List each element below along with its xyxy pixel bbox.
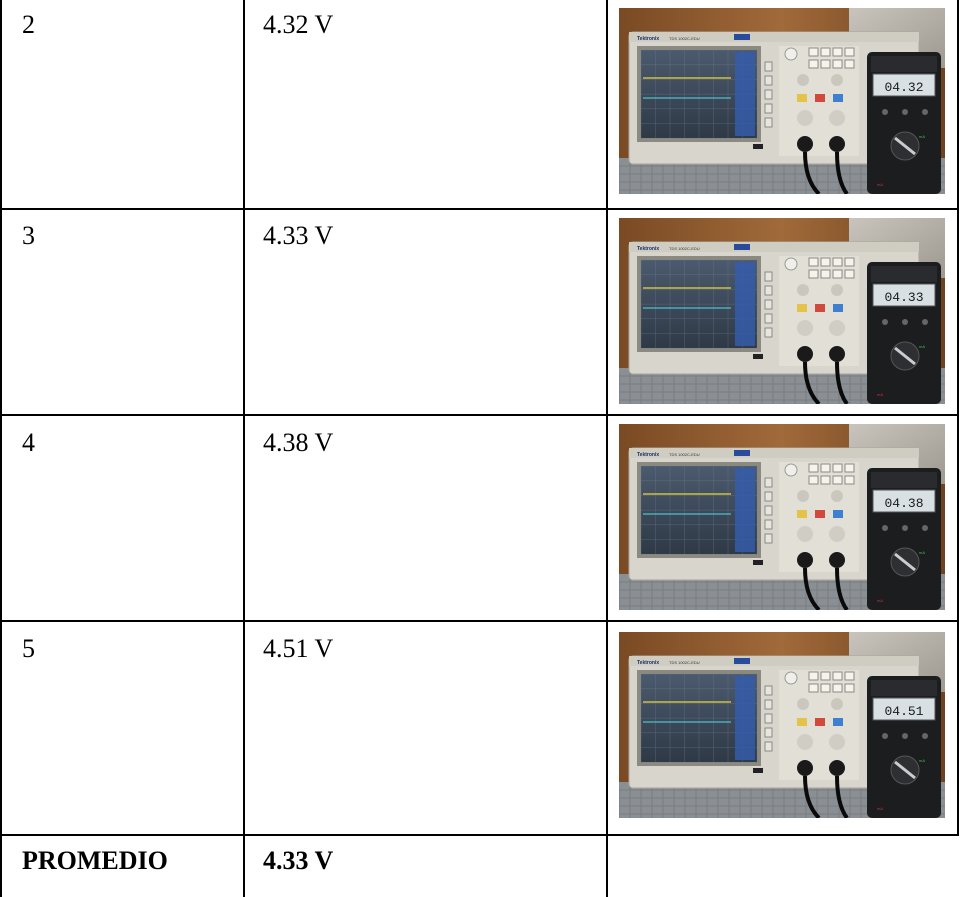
- oscilloscope-multimeter-photo: Tektronix TDS 1002C-EDU: [619, 8, 945, 194]
- meter-reading: 04.32: [884, 80, 923, 95]
- table-column-divider-2: [606, 0, 608, 897]
- svg-text:Tektronix: Tektronix: [637, 36, 659, 42]
- svg-text:mA: mA: [919, 134, 925, 139]
- table-border-left: [0, 0, 2, 897]
- table-row-divider-3: [0, 620, 959, 622]
- svg-text:mA: mA: [919, 344, 925, 349]
- row-voltage: 4.51 V: [263, 634, 334, 663]
- table-column-divider-1: [243, 0, 245, 897]
- row-voltage: 4.33 V: [263, 221, 334, 250]
- meter-reading: 04.38: [884, 496, 923, 511]
- svg-text:mA: mA: [877, 392, 883, 397]
- row-index: 2: [22, 10, 35, 39]
- svg-text:Tektronix: Tektronix: [637, 660, 659, 666]
- row-voltage: 4.38 V: [263, 428, 334, 457]
- svg-text:TDS 1002C-EDU: TDS 1002C-EDU: [669, 660, 700, 665]
- meter-reading: 04.33: [884, 290, 923, 305]
- oscilloscope-multimeter-photo: Tektronix TDS 1002C-EDU: [619, 632, 945, 818]
- measurement-photo: Tektronix TDS 1002C-EDU: [619, 8, 945, 194]
- row-voltage: 4.32 V: [263, 10, 334, 39]
- table-row-divider-2: [0, 414, 959, 416]
- svg-text:mA: mA: [877, 182, 883, 187]
- svg-text:mA: mA: [877, 598, 883, 603]
- svg-text:TDS 1002C-EDU: TDS 1002C-EDU: [669, 36, 700, 41]
- row-index: 5: [22, 634, 35, 663]
- svg-text:mA: mA: [877, 806, 883, 811]
- svg-text:Tektronix: Tektronix: [637, 246, 659, 252]
- measurement-photo: Tektronix TDS 1002C-EDU: [619, 424, 945, 610]
- meter-reading: 04.51: [884, 704, 923, 719]
- table-border-right: [957, 0, 959, 836]
- measurement-photo: Tektronix TDS 1002C-EDU: [619, 632, 945, 818]
- row-index: 3: [22, 221, 35, 250]
- svg-text:mA: mA: [919, 550, 925, 555]
- svg-text:mA: mA: [919, 758, 925, 763]
- svg-text:TDS 1002C-EDU: TDS 1002C-EDU: [669, 452, 700, 457]
- row-index: 4: [22, 428, 35, 457]
- svg-text:TDS 1002C-EDU: TDS 1002C-EDU: [669, 246, 700, 251]
- measurement-photo: Tektronix TDS 1002C-EDU: [619, 218, 945, 404]
- table-row-divider-4: [0, 834, 959, 836]
- oscilloscope-multimeter-photo: Tektronix TDS 1002C-EDU: [619, 218, 945, 404]
- svg-text:Tektronix: Tektronix: [637, 452, 659, 458]
- summary-value: 4.33 V: [263, 846, 334, 875]
- oscilloscope-multimeter-photo: Tektronix TDS 1002C-EDU: [619, 424, 945, 610]
- table-row-divider-1: [0, 208, 959, 210]
- summary-label: PROMEDIO: [22, 846, 168, 875]
